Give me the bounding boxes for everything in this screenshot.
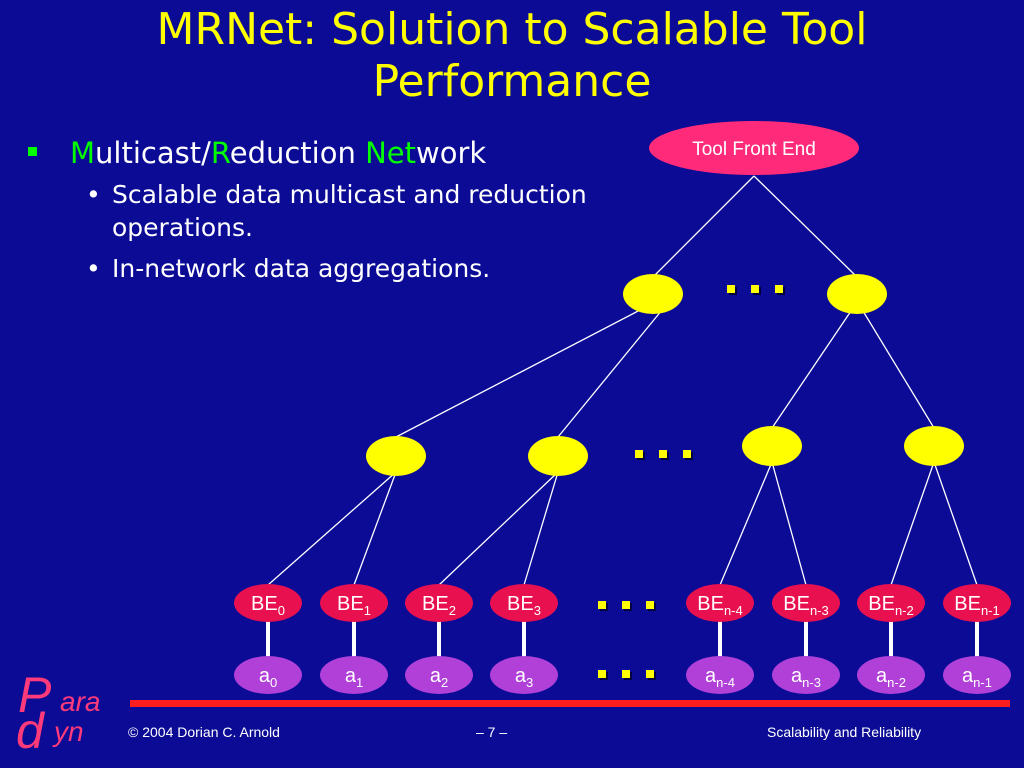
ellipsis-level2 <box>635 450 693 460</box>
app-label: a0 <box>259 665 277 690</box>
tree-edge <box>890 461 935 586</box>
highlighted-letters: Net <box>365 136 416 170</box>
backend-label: BEn-3 <box>783 593 828 618</box>
app-label: a1 <box>345 665 363 690</box>
tree-edge <box>719 461 773 586</box>
backend-node <box>686 584 754 622</box>
internal-node <box>742 426 802 466</box>
backend-node <box>857 584 925 622</box>
logo-letter: P <box>18 667 52 723</box>
footer-divider <box>130 700 1010 707</box>
app-node <box>234 656 302 694</box>
backend-label: BEn-1 <box>954 593 999 618</box>
sub-bullet-text: Scalable data multicast and reduction op… <box>112 180 587 242</box>
backend-node <box>234 584 302 622</box>
app-label: an-1 <box>962 665 992 690</box>
internal-node <box>528 436 588 476</box>
bullet-text-segment: ulticast/ <box>95 136 211 170</box>
dot-bullet-icon: • <box>86 180 101 209</box>
tree-edge <box>652 175 755 278</box>
internal-node <box>904 426 964 466</box>
bullet-text-segment: work <box>415 136 487 170</box>
app-node <box>320 656 388 694</box>
backend-label: BE2 <box>422 593 456 618</box>
slide-title: MRNet: Solution to Scalable Tool Perform… <box>156 4 868 107</box>
tree-edges <box>266 175 979 657</box>
app-node <box>490 656 558 694</box>
sub-bullet-text: In-network data aggregations. <box>112 254 491 283</box>
internal-node <box>366 436 426 476</box>
app-label: an-3 <box>791 665 821 690</box>
tree-edge <box>771 461 807 586</box>
front-end-node <box>649 121 859 175</box>
tree-edge <box>523 471 559 586</box>
bullet-list: Multicast/Reduction Network • Scalable d… <box>28 136 608 285</box>
backend-label: BE3 <box>507 593 541 618</box>
app-node <box>686 656 754 694</box>
tree-edge <box>438 471 559 586</box>
dot-bullet-icon: • <box>86 254 101 283</box>
backend-label: BEn-4 <box>697 593 742 618</box>
tree-edge <box>267 471 397 586</box>
highlighted-letters: R <box>210 136 230 170</box>
sub-bullet: • Scalable data multicast and reduction … <box>28 178 608 244</box>
backend-node <box>772 584 840 622</box>
app-label: a2 <box>430 665 448 690</box>
backend-node <box>490 584 558 622</box>
front-end-label: Tool Front End <box>692 139 816 160</box>
ellipsis-level1 <box>727 285 785 295</box>
ellipsis-apps <box>598 670 656 680</box>
app-node <box>405 656 473 694</box>
app-label: a3 <box>515 665 533 690</box>
backend-node <box>943 584 1011 622</box>
ellipsis-backends <box>598 601 656 611</box>
footer-page-number: – 7 – <box>476 724 508 740</box>
highlighted-letters: M <box>70 136 96 170</box>
app-node <box>857 656 925 694</box>
sub-bullet: • In-network data aggregations. <box>28 252 608 285</box>
tree-edge <box>771 310 852 429</box>
app-label: an-4 <box>705 665 735 690</box>
backend-node <box>405 584 473 622</box>
app-node <box>943 656 1011 694</box>
tree-edge <box>353 471 397 586</box>
logo-letters: yn <box>54 716 84 747</box>
backend-node <box>320 584 388 622</box>
tree-edge <box>753 175 858 278</box>
backend-label: BEn-2 <box>868 593 913 618</box>
internal-node <box>827 274 887 314</box>
footer-copyright: © 2004 Dorian C. Arnold <box>128 724 280 740</box>
tree-edge <box>933 461 978 586</box>
logo-letter: d <box>16 703 44 759</box>
paradyn-logo: P ara d yn <box>14 667 126 759</box>
backend-label: BE1 <box>337 593 371 618</box>
backend-label: BE0 <box>251 593 285 618</box>
tree-edge <box>395 309 641 438</box>
app-label: an-2 <box>876 665 906 690</box>
app-node <box>772 656 840 694</box>
ellipsis-markers <box>598 285 785 680</box>
tree-edge <box>557 309 663 438</box>
internal-node <box>623 274 683 314</box>
logo-letters: ara <box>60 686 101 717</box>
tree-edge <box>862 310 935 429</box>
main-bullet-text: Multicast/Reduction Network <box>70 136 486 170</box>
footer-section: Scalability and Reliability <box>767 724 922 740</box>
bullet-text-segment: eduction <box>229 136 366 170</box>
square-bullet-icon <box>28 147 37 156</box>
main-bullet: Multicast/Reduction Network <box>28 136 608 170</box>
